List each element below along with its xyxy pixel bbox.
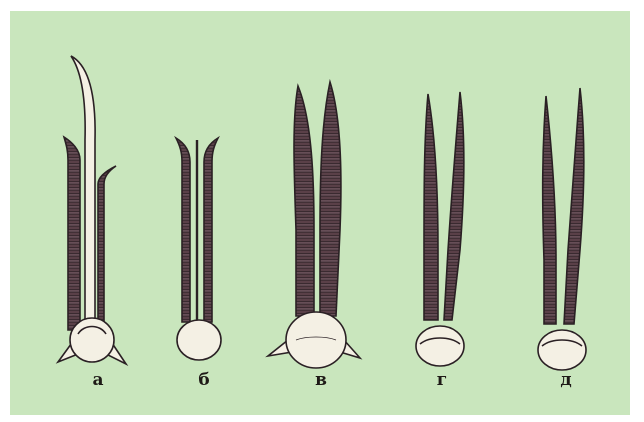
drawing-b [176, 138, 221, 360]
drawing-a-left-leaf [64, 137, 80, 330]
drawing-b-left-leaf [176, 138, 190, 322]
drawing-a-seed [70, 318, 114, 362]
drawing-a [58, 56, 126, 364]
drawing-v-left-leaf [294, 86, 314, 316]
drawing-g-seed [416, 326, 464, 366]
drawing-g [416, 92, 464, 366]
label-a: а [83, 370, 113, 390]
drawing-a-right-leaf [98, 166, 116, 330]
label-v: в [306, 370, 336, 390]
drawing-d [538, 88, 586, 370]
drawing-d-left-leaf [543, 96, 556, 324]
drawing-b-right-leaf [204, 138, 218, 322]
drawing-b-seed [177, 320, 221, 360]
drawing-v-seed [286, 312, 346, 368]
drawing-g-left-leaf [424, 94, 438, 320]
drawing-v-right-leaf [320, 82, 341, 316]
drawing-v [268, 82, 360, 368]
label-b: б [189, 370, 219, 390]
label-d: д [551, 370, 581, 390]
drawing-d-right-leaf [564, 88, 584, 324]
label-g: г [427, 370, 457, 390]
drawing-g-right-leaf [444, 92, 464, 320]
drawing-d-seed [538, 330, 586, 370]
